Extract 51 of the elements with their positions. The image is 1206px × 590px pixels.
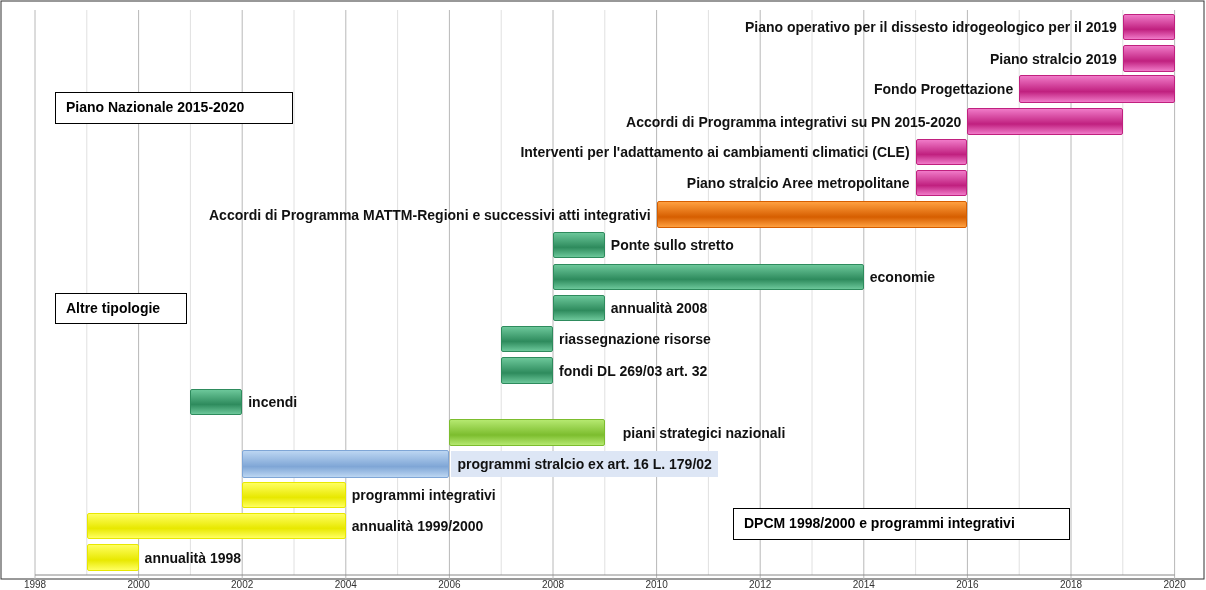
- timeline-bar: [1019, 75, 1175, 103]
- group-label-box: Piano Nazionale 2015-2020: [55, 92, 293, 124]
- bar-label: programmi stralcio ex art. 16 L. 179/02: [451, 451, 718, 477]
- timeline-bar: [190, 389, 243, 415]
- bar-label: Piano stralcio 2019: [989, 49, 1117, 68]
- timeline-bar: [86, 544, 139, 571]
- bar-label: incendi: [248, 393, 298, 411]
- bar-label: Piano stralcio Aree metropolitane: [686, 174, 910, 192]
- bar-label: economie: [869, 268, 936, 286]
- axis-tick-label: 2020: [1163, 579, 1186, 590]
- timeline-bar: [449, 419, 605, 446]
- timeline-bar: [915, 170, 968, 196]
- timeline-bar: [1122, 45, 1175, 72]
- bar-label: Interventi per l'adattamento ai cambiamenti climatici (CLE): [520, 143, 910, 161]
- timeline-bar: [553, 295, 605, 321]
- timeline-bar: [242, 450, 450, 478]
- bar-label: Accordi di Programma MATTM-Regioni e successivi atti integrativi: [209, 205, 651, 224]
- bar-label: Piano operativo per il dissesto idrogeologico per il 2019: [744, 18, 1117, 36]
- bar-label: Fondo Progettazione: [874, 80, 1014, 98]
- timeline-bar: [553, 264, 864, 290]
- bar-label: annualità 2008: [610, 299, 708, 317]
- timeline-bar: [656, 201, 968, 228]
- bar-label: programmi integrativi: [351, 486, 496, 504]
- bar-label: fondi DL 269/03 art. 32: [559, 361, 708, 380]
- axis-tick-label: 2012: [749, 579, 772, 590]
- timeline-bar: [553, 232, 605, 258]
- axis-tick-label: 2008: [541, 579, 565, 590]
- group-label-box: Altre tipologie: [55, 293, 187, 324]
- bar-label: Ponte sullo stretto: [610, 236, 734, 254]
- timeline-bar: [915, 139, 968, 165]
- bar-label: annualità 1998: [144, 548, 242, 567]
- bar-label: piani strategici nazionali: [622, 423, 786, 442]
- axis-tick-label: 2000: [127, 579, 150, 590]
- timeline-bar: [501, 357, 553, 384]
- bar-label: Accordi di Programma integrativi su PN 2015-2020: [626, 112, 962, 131]
- axis-tick-label: 2014: [852, 579, 875, 590]
- timeline-bar: [86, 513, 346, 539]
- timeline-bar: [967, 108, 1123, 135]
- axis-tick-label: 2016: [956, 579, 979, 590]
- timeline-bar: [501, 326, 553, 352]
- bar-label: riassegnazione risorse: [559, 330, 711, 348]
- bar-label: annualità 1999/2000: [351, 517, 484, 535]
- timeline-bar: [242, 482, 346, 508]
- timeline-bar: [1122, 14, 1175, 40]
- axis-tick-label: 2010: [645, 579, 668, 590]
- axis-tick-label: 2004: [334, 579, 357, 590]
- axis-tick-label: 2006: [438, 579, 461, 590]
- axis-tick-label: 2002: [231, 579, 254, 590]
- axis-tick-label: 1998: [23, 579, 47, 590]
- group-label-box: DPCM 1998/2000 e programmi integrativi: [733, 508, 1070, 540]
- axis-tick-label: 2018: [1059, 579, 1083, 590]
